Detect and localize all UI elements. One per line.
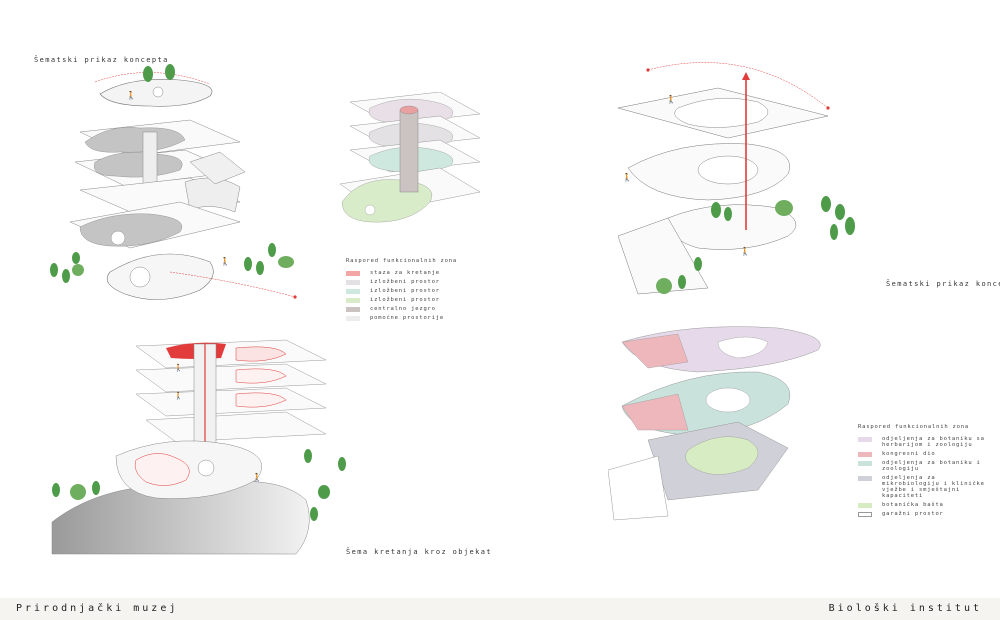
legend-swatch [858,503,872,508]
svg-text:🚶: 🚶 [174,363,183,372]
legend-left-item: centralno jezgro [346,306,466,312]
svg-text:🚶: 🚶 [740,246,750,256]
legend-label: izložbeni prostor [370,279,440,285]
svg-text:🚶: 🚶 [252,472,262,482]
legend-label: izložbeni prostor [370,288,440,294]
concept-right-diagram: 🚶 🚶 🚶 [608,58,868,298]
legend-right-item: garažni prostor [858,511,990,517]
legend-right-item: kongresni dio [858,451,990,457]
svg-text:🚶: 🚶 [126,90,136,100]
legend-left-item: izložbeni prostor [346,288,466,294]
zones-exploded-diagram [330,92,490,242]
legend-right-item: odjeljenja za botaniku i zoologiju [858,460,990,472]
caption-movement: Šema kretanja kroz objekat [346,548,492,556]
zones-right-diagram [608,320,838,526]
footer-title-left: Prirodnjački muzej [16,603,178,614]
legend-swatch [858,512,872,517]
legend-swatch [346,307,360,312]
legend-label: odjeljenja za botaniku sa herbarijom i z… [882,436,990,448]
legend-left: Raspored funkcionalnih zona staza za kre… [346,258,466,324]
svg-text:🚶: 🚶 [174,391,183,400]
footer-bar: Prirodnjački muzej Biološki institut [0,598,1000,620]
svg-text:🚶: 🚶 [666,94,676,104]
legend-swatch [858,476,872,481]
legend-swatch [858,452,872,457]
legend-right: Raspored funkcionalnih zona odjeljenja z… [858,424,990,520]
legend-left-item: staza za kretanje [346,270,466,276]
legend-swatch [858,461,872,466]
legend-label: staza za kretanje [370,270,440,276]
footer-title-right: Biološki institut [829,603,982,614]
legend-swatch [346,280,360,285]
legend-swatch [346,316,360,321]
legend-label: botanička bašta [882,502,944,508]
legend-swatch [346,298,360,303]
legend-label: kongresni dio [882,451,935,457]
legend-swatch [858,437,872,442]
legend-left-item: pomoćne prostorije [346,315,466,321]
movement-diagram: 🚶 🚶 🚶 [46,330,356,556]
legend-swatch [346,289,360,294]
concept-exploded-diagram: 🚶 🚶 [40,62,320,312]
caption-concept-right: Šematski prikaz koncepta [886,280,1000,288]
legend-label: centralno jezgro [370,306,436,312]
legend-right-item: botanička bašta [858,502,990,508]
legend-left-item: izložbeni prostor [346,279,466,285]
legend-swatch [346,271,360,276]
legend-label: pomoćne prostorije [370,315,444,321]
legend-left-item: izložbeni prostor [346,297,466,303]
legend-label: odjeljenja za mikrobiologiju i kliničke … [882,475,990,499]
svg-text:🚶: 🚶 [622,172,632,182]
legend-right-item: odjeljenja za mikrobiologiju i kliničke … [858,475,990,499]
legend-right-title: Raspored funkcionalnih zona [858,424,990,430]
legend-label: izložbeni prostor [370,297,440,303]
svg-text:🚶: 🚶 [220,256,230,266]
legend-right-item: odjeljenja za botaniku sa herbarijom i z… [858,436,990,448]
legend-label: odjeljenja za botaniku i zoologiju [882,460,990,472]
legend-left-title: Raspored funkcionalnih zona [346,258,466,264]
legend-label: garažni prostor [882,511,944,517]
